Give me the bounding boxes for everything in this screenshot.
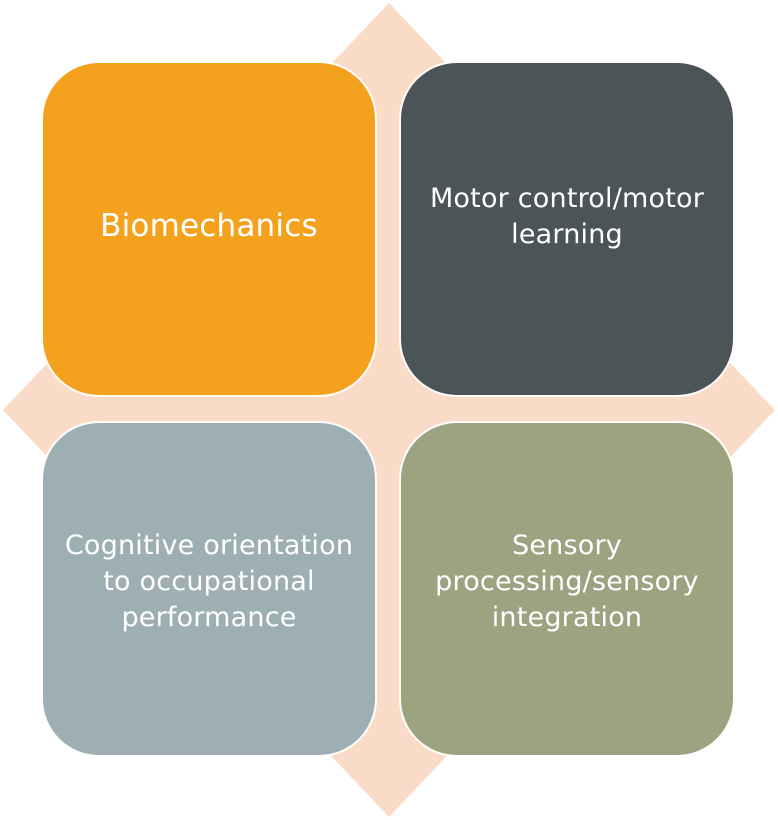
quadrant-label-sensory-processing: Sensory processing/sensory integration bbox=[435, 530, 699, 633]
quadrant-label-cognitive-orientation: Cognitive orientation to occupational pe… bbox=[64, 530, 354, 633]
quadrant-cognitive-orientation: Cognitive orientation to occupational pe… bbox=[43, 423, 375, 755]
quadrant-motor-control: Motor control/motor learning bbox=[401, 63, 733, 395]
quadrant-label-motor-control: Motor control/motor learning bbox=[429, 183, 705, 250]
quadrant-biomechanics: Biomechanics bbox=[43, 63, 375, 395]
quadrant-label-biomechanics: Biomechanics bbox=[100, 208, 318, 244]
quadrant-sensory-processing: Sensory processing/sensory integration bbox=[401, 423, 733, 755]
